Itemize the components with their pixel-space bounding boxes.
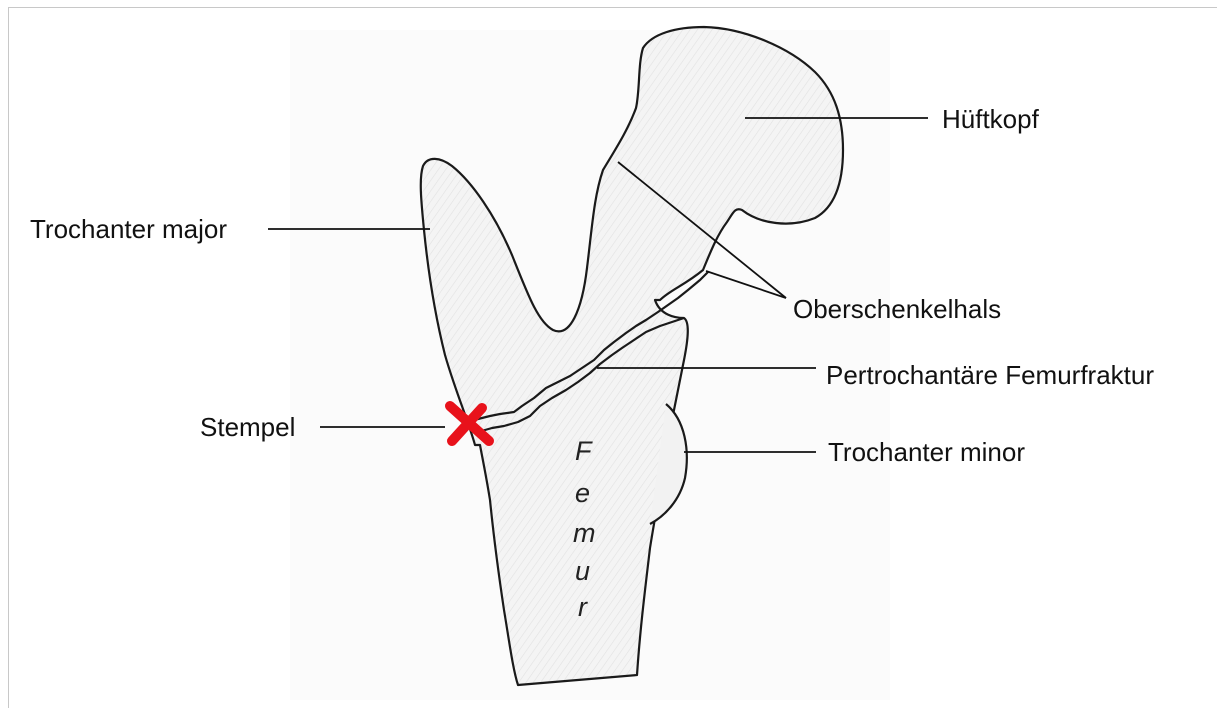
label-trochanter-minor: Trochanter minor (828, 437, 1025, 467)
label-hueftkopf: Hüftkopf (942, 104, 1040, 134)
label-pertrochantaere-femurfraktur: Pertrochantäre Femurfraktur (826, 360, 1154, 390)
label-stempel: Stempel (200, 412, 295, 442)
femur-letter-f: F (575, 436, 593, 466)
label-trochanter-major: Trochanter major (30, 214, 227, 244)
femur-letter-r: r (578, 592, 588, 622)
femur-letter-e: e (575, 478, 590, 508)
femur-letter-u: u (575, 556, 590, 586)
label-oberschenkelhals: Oberschenkelhals (793, 294, 1001, 324)
femur-letter-m: m (573, 518, 596, 548)
